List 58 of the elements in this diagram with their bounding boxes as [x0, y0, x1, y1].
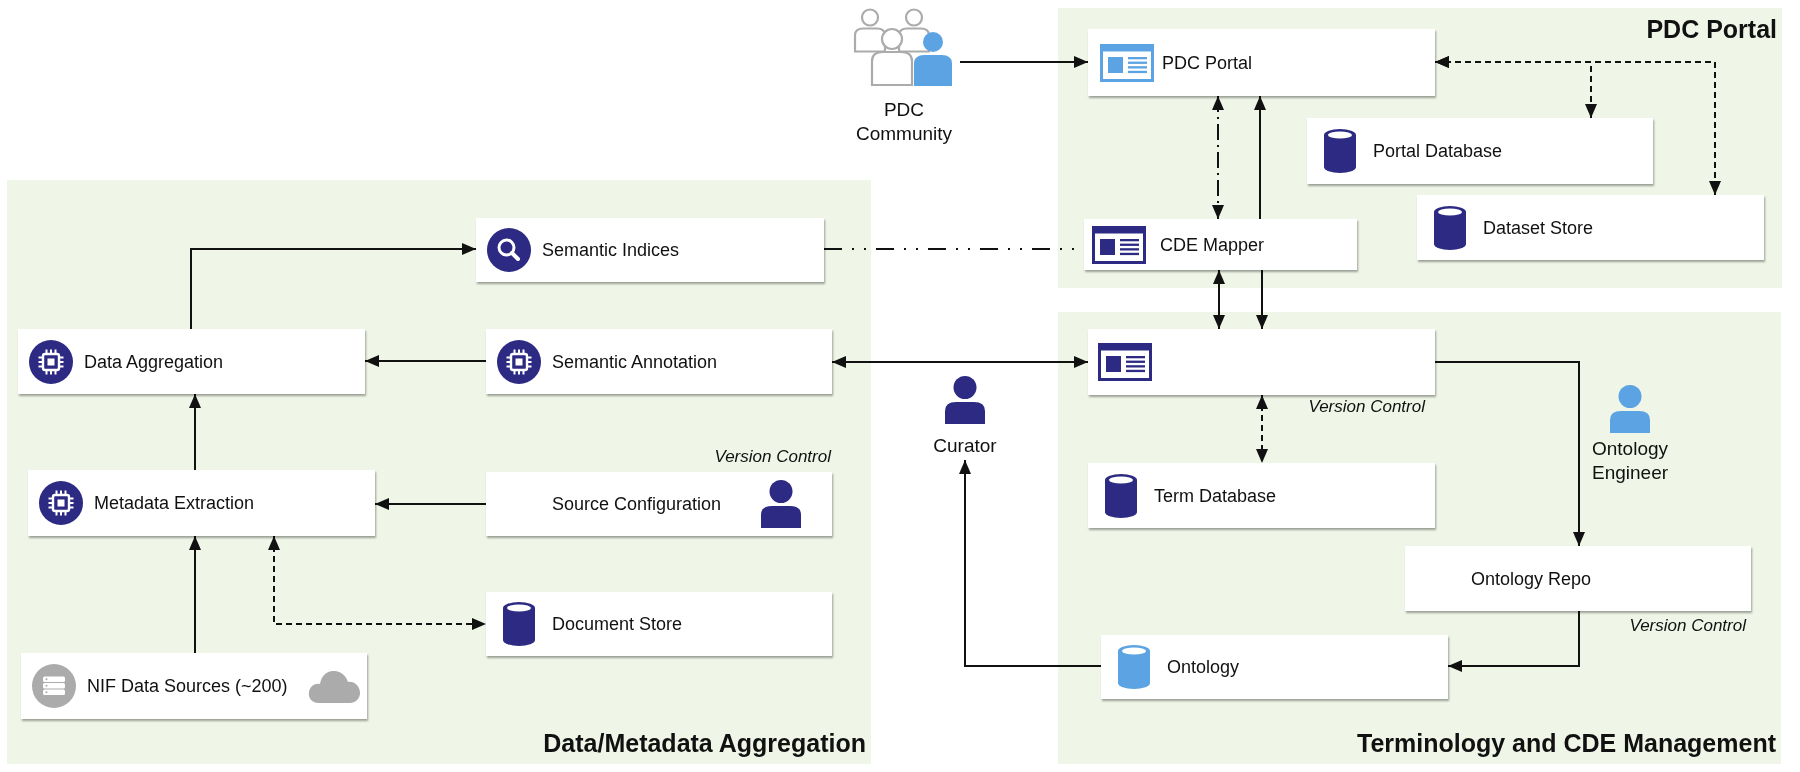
- arrow: [374, 498, 487, 510]
- box-label: Dataset Store: [1483, 217, 1594, 239]
- box-label: Ontology Repo: [1471, 568, 1592, 590]
- component-box: [1088, 329, 1435, 395]
- arrow: [189, 393, 201, 471]
- component-box: [486, 472, 832, 536]
- arrow: [1254, 95, 1266, 220]
- component-box: [1417, 195, 1764, 260]
- double-arrow: [268, 535, 487, 630]
- group-panel: [1058, 8, 1782, 288]
- component-box: [1101, 635, 1448, 699]
- component-box: [1088, 463, 1435, 528]
- arrow: [189, 535, 201, 654]
- side-note: Version Control: [714, 447, 831, 467]
- box-label: Semantic Annotation: [552, 351, 718, 373]
- arrow: [1256, 269, 1268, 330]
- component-box: [1307, 118, 1653, 184]
- double-arrow: [831, 356, 1089, 368]
- arrow: [190, 243, 477, 330]
- double-arrow: [1212, 95, 1224, 220]
- panel-title: Data/Metadata Aggregation: [543, 728, 866, 758]
- group-panel: [1058, 312, 1781, 764]
- arrow: [1434, 361, 1585, 547]
- actor-label: Ontology Engineer: [1590, 437, 1670, 485]
- box-label: Term Database: [1154, 485, 1277, 507]
- arrow: [1447, 610, 1580, 672]
- box-label: CDE Mapper: [1160, 234, 1265, 256]
- panel-title: PDC Portal: [1646, 14, 1777, 44]
- arrow: [364, 355, 487, 367]
- panel-title: Terminology and CDE Management: [1356, 728, 1776, 758]
- actor-label: PDC Community: [854, 98, 954, 146]
- box-label: Portal Database: [1373, 140, 1503, 162]
- box-label: Document Store: [552, 613, 683, 635]
- double-arrow: [1213, 269, 1225, 330]
- arrow: [959, 56, 1089, 68]
- component-box: [1084, 219, 1357, 270]
- double-arrow: [1256, 394, 1268, 464]
- arrow: [959, 459, 1102, 667]
- component-box: [21, 653, 367, 719]
- side-note: Version Control: [1629, 616, 1746, 636]
- box-label: Metadata Extraction: [94, 492, 255, 514]
- component-box: [28, 470, 375, 536]
- box-label: Source Configuration: [552, 493, 722, 515]
- box-label: Semantic Indices: [542, 239, 680, 261]
- component-box: [18, 329, 365, 394]
- component-box: [1405, 546, 1751, 611]
- box-label: PDC Portal: [1162, 52, 1253, 74]
- double-arrow: [1434, 56, 1721, 196]
- box-label: Ontology: [1167, 656, 1240, 678]
- side-note: Version Control: [1308, 397, 1425, 417]
- component-box: [1088, 29, 1435, 96]
- component-box: [486, 592, 832, 656]
- box-label: NIF Data Sources (~200): [87, 675, 288, 697]
- component-box: [476, 218, 824, 282]
- actor-label: Curator: [932, 434, 998, 458]
- box-label: Data Aggregation: [84, 351, 224, 373]
- component-box: [486, 329, 832, 394]
- group-panel: [7, 180, 871, 764]
